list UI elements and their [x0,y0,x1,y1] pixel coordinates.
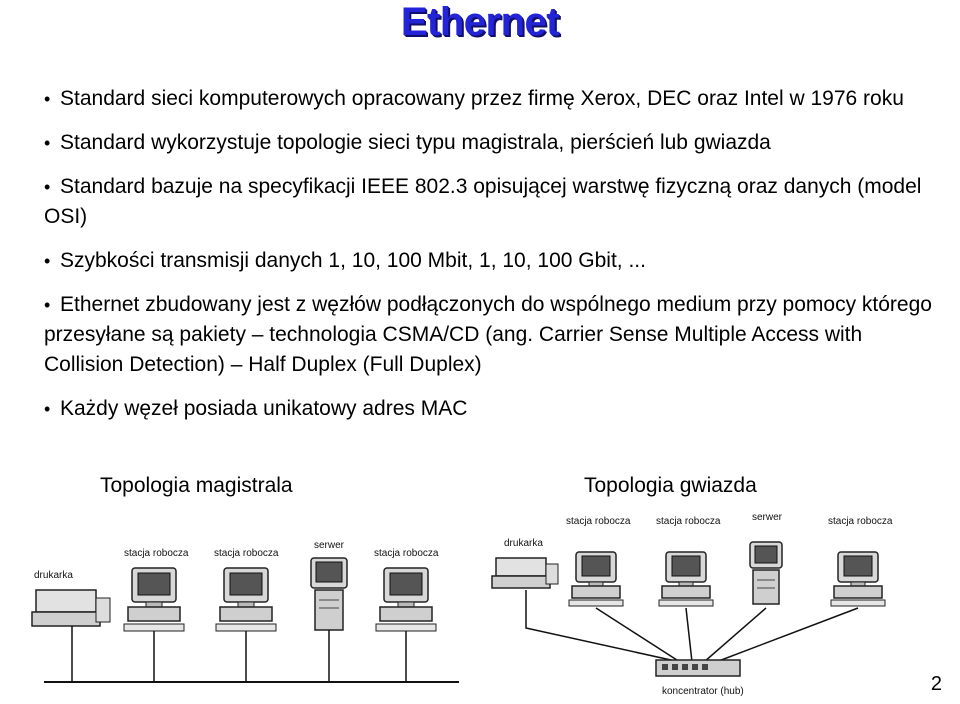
bus-topology-figure: drukarka stacja robocza stacja robocza s… [24,508,464,704]
star-printer-icon [491,557,559,589]
hub-icon [655,659,741,677]
bullet-text: Ethernet zbudowany jest z węzłów podłącz… [44,293,932,376]
bullet-dot-icon: • [44,133,51,153]
page-number: 2 [930,673,942,695]
bus-topology-caption: Topologia magistrala [100,474,293,497]
bullet-dot-icon: • [44,399,51,419]
bus-station1-label: stacja robocza [124,548,189,559]
bus-station2-label: stacja robocza [214,548,279,559]
bus-workstation-icon [215,567,277,632]
bullet-dot-icon: • [44,177,51,197]
star-topology-caption: Topologia gwiazda [584,474,757,497]
bullet-list: • Standard sieci komputerowych opracowany… [44,84,942,438]
star-cables [525,590,859,663]
bullet-item: • Standard sieci komputerowych opracowany… [44,84,942,114]
star-workstation-icon [658,551,714,607]
bullet-item: • Szybkości transmisji danych 1, 10, 100 … [44,246,942,276]
star-server-icon [749,541,783,605]
bus-workstation-icon [123,567,185,632]
bus-printer-label: drukarka [34,570,73,581]
bullet-dot-icon: • [44,295,51,315]
bus-workstation-icon [375,567,437,632]
bullet-item: •Standard bazuje na specyfikacji IEEE 80… [44,172,942,232]
slide-title: Ethernet [400,0,560,44]
star-station2-label: stacja robocza [656,516,721,527]
star-station1-label: stacja robocza [566,516,631,527]
bullet-item: •Ethernet zbudowany jest z węzłów podłąc… [44,290,942,380]
bus-server-icon [310,557,348,631]
bullet-text: Standard wykorzystuje topologie sieci ty… [60,131,771,154]
star-topology-figure: drukarka stacja robocza stacja robocza s… [466,508,926,704]
bus-server-label: serwer [314,540,345,551]
bullet-dot-icon: • [44,89,51,109]
bullet-item: • Standard wykorzystuje topologie sieci t… [44,128,942,158]
bullet-dot-icon: • [44,251,51,271]
star-server-label: serwer [752,512,783,523]
bullet-text: Szybkości transmisji danych 1, 10, 100 M… [60,249,646,272]
bus-printer-icon [31,589,111,627]
star-station3-label: stacja robocza [828,516,893,527]
bullet-item: • Każdy węzeł posiada unikatowy adres MAC [44,394,942,424]
hub-label: koncentrator (hub) [662,686,744,697]
bullet-text: Standard bazuje na specyfikacji IEEE 802… [44,175,922,228]
star-workstation-icon [568,551,624,607]
bullet-text: Każdy węzeł posiada unikatowy adres MAC [60,397,468,420]
star-printer-label: drukarka [504,538,543,549]
star-workstation-icon [830,551,886,607]
bullet-text: Standard sieci komputerowych opracowany … [60,87,904,110]
bus-station3-label: stacja robocza [374,548,439,559]
